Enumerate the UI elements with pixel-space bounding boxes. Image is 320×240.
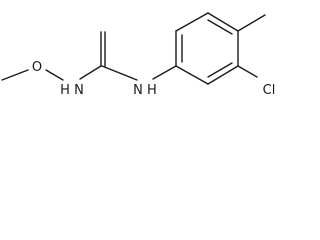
ring-bond-5 — [207, 65, 239, 85]
ring-bond-6 — [175, 65, 209, 85]
ring-bond-2 — [175, 12, 209, 32]
bond-ring-methyl — [237, 14, 266, 32]
ring-inner-bond-3 — [207, 62, 233, 78]
nitrogen-right-label: N H — [133, 83, 157, 98]
bond-oxygen-nitrogen — [45, 69, 64, 81]
bond-carbonyl-nitrogen — [101, 65, 138, 81]
nitrogen-left-label: H N — [60, 83, 84, 98]
bond-ring-chlorine — [237, 65, 258, 78]
ring-inner-bond-2 — [207, 19, 233, 35]
chlorine-label: Cl — [263, 83, 276, 98]
chemical-structure-diagram: O H N N H Cl — [1, 12, 276, 98]
bond-nitrogen-carbonyl — [79, 65, 102, 80]
ring-bond-3 — [207, 12, 239, 32]
bond-methyl-oxygen — [1, 69, 29, 81]
oxygen-label: O — [32, 60, 42, 75]
bond-nitrogen-ring — [152, 65, 177, 80]
